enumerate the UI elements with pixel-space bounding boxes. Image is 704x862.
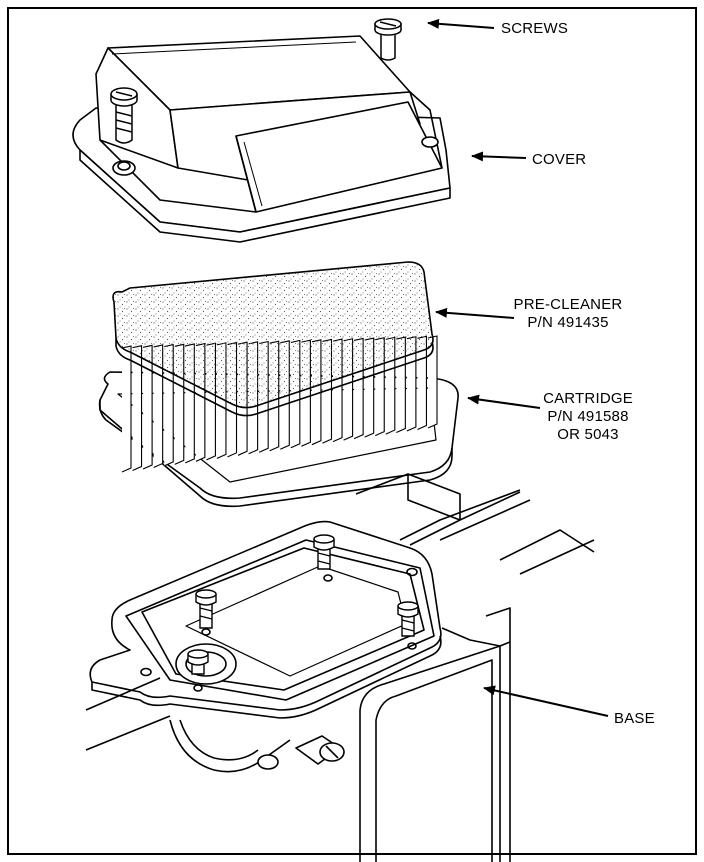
precleaner-part-number: P/N 491435 [527, 314, 609, 331]
cartridge-label: CARTRIDGE [543, 390, 633, 407]
cover-screw-left [110, 87, 138, 144]
cartridge-alt-part-number: OR 5043 [557, 426, 619, 443]
cartridge-arrow [467, 394, 541, 409]
screws-arrow [427, 18, 495, 29]
base-label: BASE [614, 710, 655, 727]
base-arrow [483, 685, 609, 717]
pleat-fin [142, 344, 153, 470]
cover-part [72, 35, 451, 243]
cover-label: COVER [532, 151, 587, 168]
screws-label: SCREWS [501, 20, 569, 37]
cover-arrow [471, 151, 527, 162]
cartridge-part-number: P/N 491588 [547, 408, 629, 425]
base-part [85, 473, 595, 862]
base-screws [187, 534, 419, 675]
pleat-fin [121, 345, 132, 473]
screw-top [374, 18, 402, 61]
precleaner-part [112, 261, 434, 417]
precleaner-label: PRE-CLEANER [513, 296, 623, 313]
leader-arrows [427, 18, 609, 717]
precleaner-arrow [435, 307, 515, 319]
